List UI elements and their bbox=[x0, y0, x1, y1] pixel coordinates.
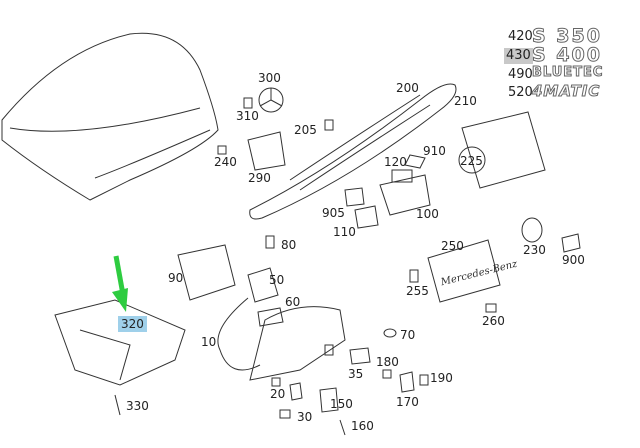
badge-model-s350: S 350 bbox=[532, 25, 602, 48]
part-label-80[interactable]: 80 bbox=[281, 238, 297, 252]
part-label-50[interactable]: 50 bbox=[269, 273, 285, 287]
license-plate bbox=[427, 239, 501, 303]
part-label-905[interactable]: 905 bbox=[322, 206, 345, 220]
part-label-150[interactable]: 150 bbox=[330, 397, 353, 411]
part-label-320[interactable]: 320 bbox=[118, 316, 147, 332]
part-label-170[interactable]: 170 bbox=[396, 395, 419, 409]
badge-model-bluetec: BLUETEC bbox=[531, 65, 604, 81]
part-225-circle bbox=[458, 146, 486, 174]
part-label-180[interactable]: 180 bbox=[376, 355, 399, 369]
part-label-70[interactable]: 70 bbox=[400, 328, 416, 342]
part-label-20[interactable]: 20 bbox=[270, 387, 286, 401]
part-label-250[interactable]: 250 bbox=[441, 239, 464, 253]
part-label-120[interactable]: 120 bbox=[384, 155, 407, 169]
part-label-300[interactable]: 300 bbox=[258, 71, 281, 85]
badge-code-490[interactable]: 490 bbox=[508, 67, 533, 82]
part-label-190[interactable]: 190 bbox=[430, 371, 453, 385]
part-label-290[interactable]: 290 bbox=[248, 171, 271, 185]
part-label-900[interactable]: 900 bbox=[562, 253, 585, 267]
part-label-910[interactable]: 910 bbox=[423, 144, 446, 158]
part-label-30[interactable]: 30 bbox=[297, 410, 313, 424]
badge-code-430[interactable]: 430 bbox=[504, 48, 533, 64]
latch-assembly bbox=[54, 299, 186, 386]
trim-strip bbox=[249, 83, 457, 220]
badge-code-420[interactable]: 420 bbox=[508, 29, 533, 44]
part-label-255[interactable]: 255 bbox=[406, 284, 429, 298]
part-label-225[interactable]: 225 bbox=[460, 154, 483, 168]
part-label-205[interactable]: 205 bbox=[294, 123, 317, 137]
part-label-100[interactable]: 100 bbox=[416, 207, 439, 221]
part-label-200[interactable]: 200 bbox=[396, 81, 419, 95]
part-label-330[interactable]: 330 bbox=[126, 399, 149, 413]
green-arrow-indicator bbox=[112, 255, 128, 312]
part-label-240[interactable]: 240 bbox=[214, 155, 237, 169]
badge-model-4matic: 4MATIC bbox=[531, 82, 601, 101]
badge-model-s400: S 400 bbox=[532, 44, 602, 67]
part-label-160[interactable]: 160 bbox=[351, 419, 374, 433]
badge-code-520[interactable]: 520 bbox=[508, 85, 533, 100]
part-label-310[interactable]: 310 bbox=[236, 109, 259, 123]
part-label-10[interactable]: 10 bbox=[201, 335, 217, 349]
part-label-60[interactable]: 60 bbox=[285, 295, 301, 309]
part-label-35[interactable]: 35 bbox=[348, 367, 364, 381]
part-label-210[interactable]: 210 bbox=[454, 94, 477, 108]
part-label-230[interactable]: 230 bbox=[523, 243, 546, 257]
trunk-lid bbox=[1, 32, 219, 201]
part-label-90[interactable]: 90 bbox=[168, 271, 184, 285]
part-label-260[interactable]: 260 bbox=[482, 314, 505, 328]
part-label-110[interactable]: 110 bbox=[333, 225, 356, 239]
